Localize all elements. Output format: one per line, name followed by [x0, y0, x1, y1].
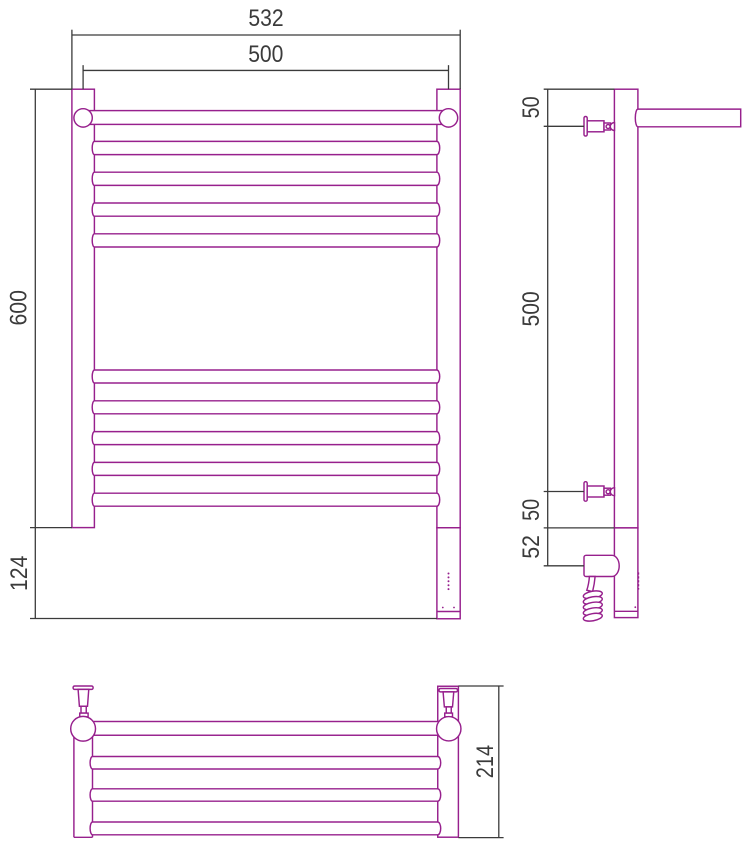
svg-text:50: 50 — [518, 499, 545, 521]
svg-text:50: 50 — [518, 96, 545, 118]
svg-text:124: 124 — [6, 556, 33, 591]
svg-text:532: 532 — [248, 5, 283, 32]
svg-text:52: 52 — [518, 535, 545, 559]
svg-text:500: 500 — [518, 291, 545, 326]
svg-text:500: 500 — [248, 41, 283, 68]
svg-text:214: 214 — [472, 745, 499, 778]
svg-text:600: 600 — [6, 290, 33, 325]
